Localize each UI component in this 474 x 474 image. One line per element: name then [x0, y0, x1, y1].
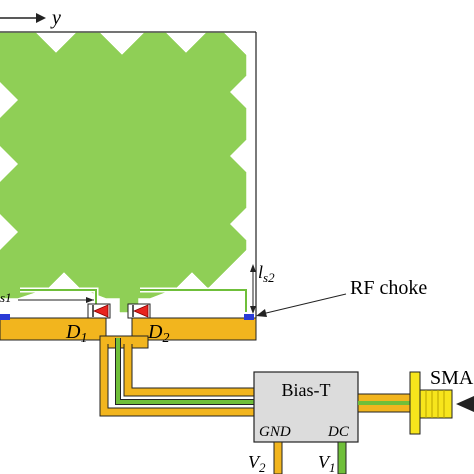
rf-choke-pointer — [261, 293, 347, 315]
feed-bar-right — [131, 317, 257, 341]
diode-d2 — [127, 303, 151, 319]
bias-t-title: Bias-T — [282, 380, 331, 400]
patch-notches — [0, 76, 246, 250]
y-axis-arrowhead — [36, 13, 46, 23]
sma-label: SMA — [430, 367, 474, 389]
ls2-arrow-top — [250, 264, 256, 272]
left-bias-line-bg — [20, 287, 99, 306]
v1-lead — [337, 441, 347, 474]
diode-d1 — [87, 303, 111, 319]
v2-lead — [273, 441, 283, 474]
d1-label: D1 — [65, 321, 87, 346]
ls2-arrow-bottom — [250, 306, 256, 314]
feed-line-inner-border — [123, 344, 256, 397]
ls1-label: s1 — [0, 290, 12, 305]
left-bias-line — [20, 289, 97, 306]
feed-line-outer — [100, 344, 256, 416]
bias-t-box — [253, 371, 359, 443]
feed-line-green — [116, 338, 256, 404]
v1-label: V1 — [318, 452, 336, 474]
bias-t-gnd: GND — [259, 424, 291, 440]
bias-to-sma-center — [358, 401, 410, 405]
pad-right — [244, 314, 254, 320]
v2-label: V2 — [248, 452, 266, 474]
sma-input-arrow — [456, 396, 474, 412]
feed-line-inner — [124, 344, 256, 396]
rf-choke-arrowhead — [256, 309, 267, 317]
y-axis-label: y — [50, 7, 61, 29]
ls2-label: ls2 — [258, 262, 275, 285]
d2-label: D2 — [147, 321, 169, 346]
ls1-arrow-right — [86, 297, 94, 303]
bias-t-dc: DC — [327, 424, 350, 440]
pad-left — [0, 314, 10, 320]
right-bias-line — [140, 289, 247, 312]
sma-connector — [409, 371, 453, 435]
rf-choke-label: RF choke — [350, 277, 427, 299]
fractal-patch — [0, 32, 247, 313]
feed-bar-left — [0, 317, 107, 341]
